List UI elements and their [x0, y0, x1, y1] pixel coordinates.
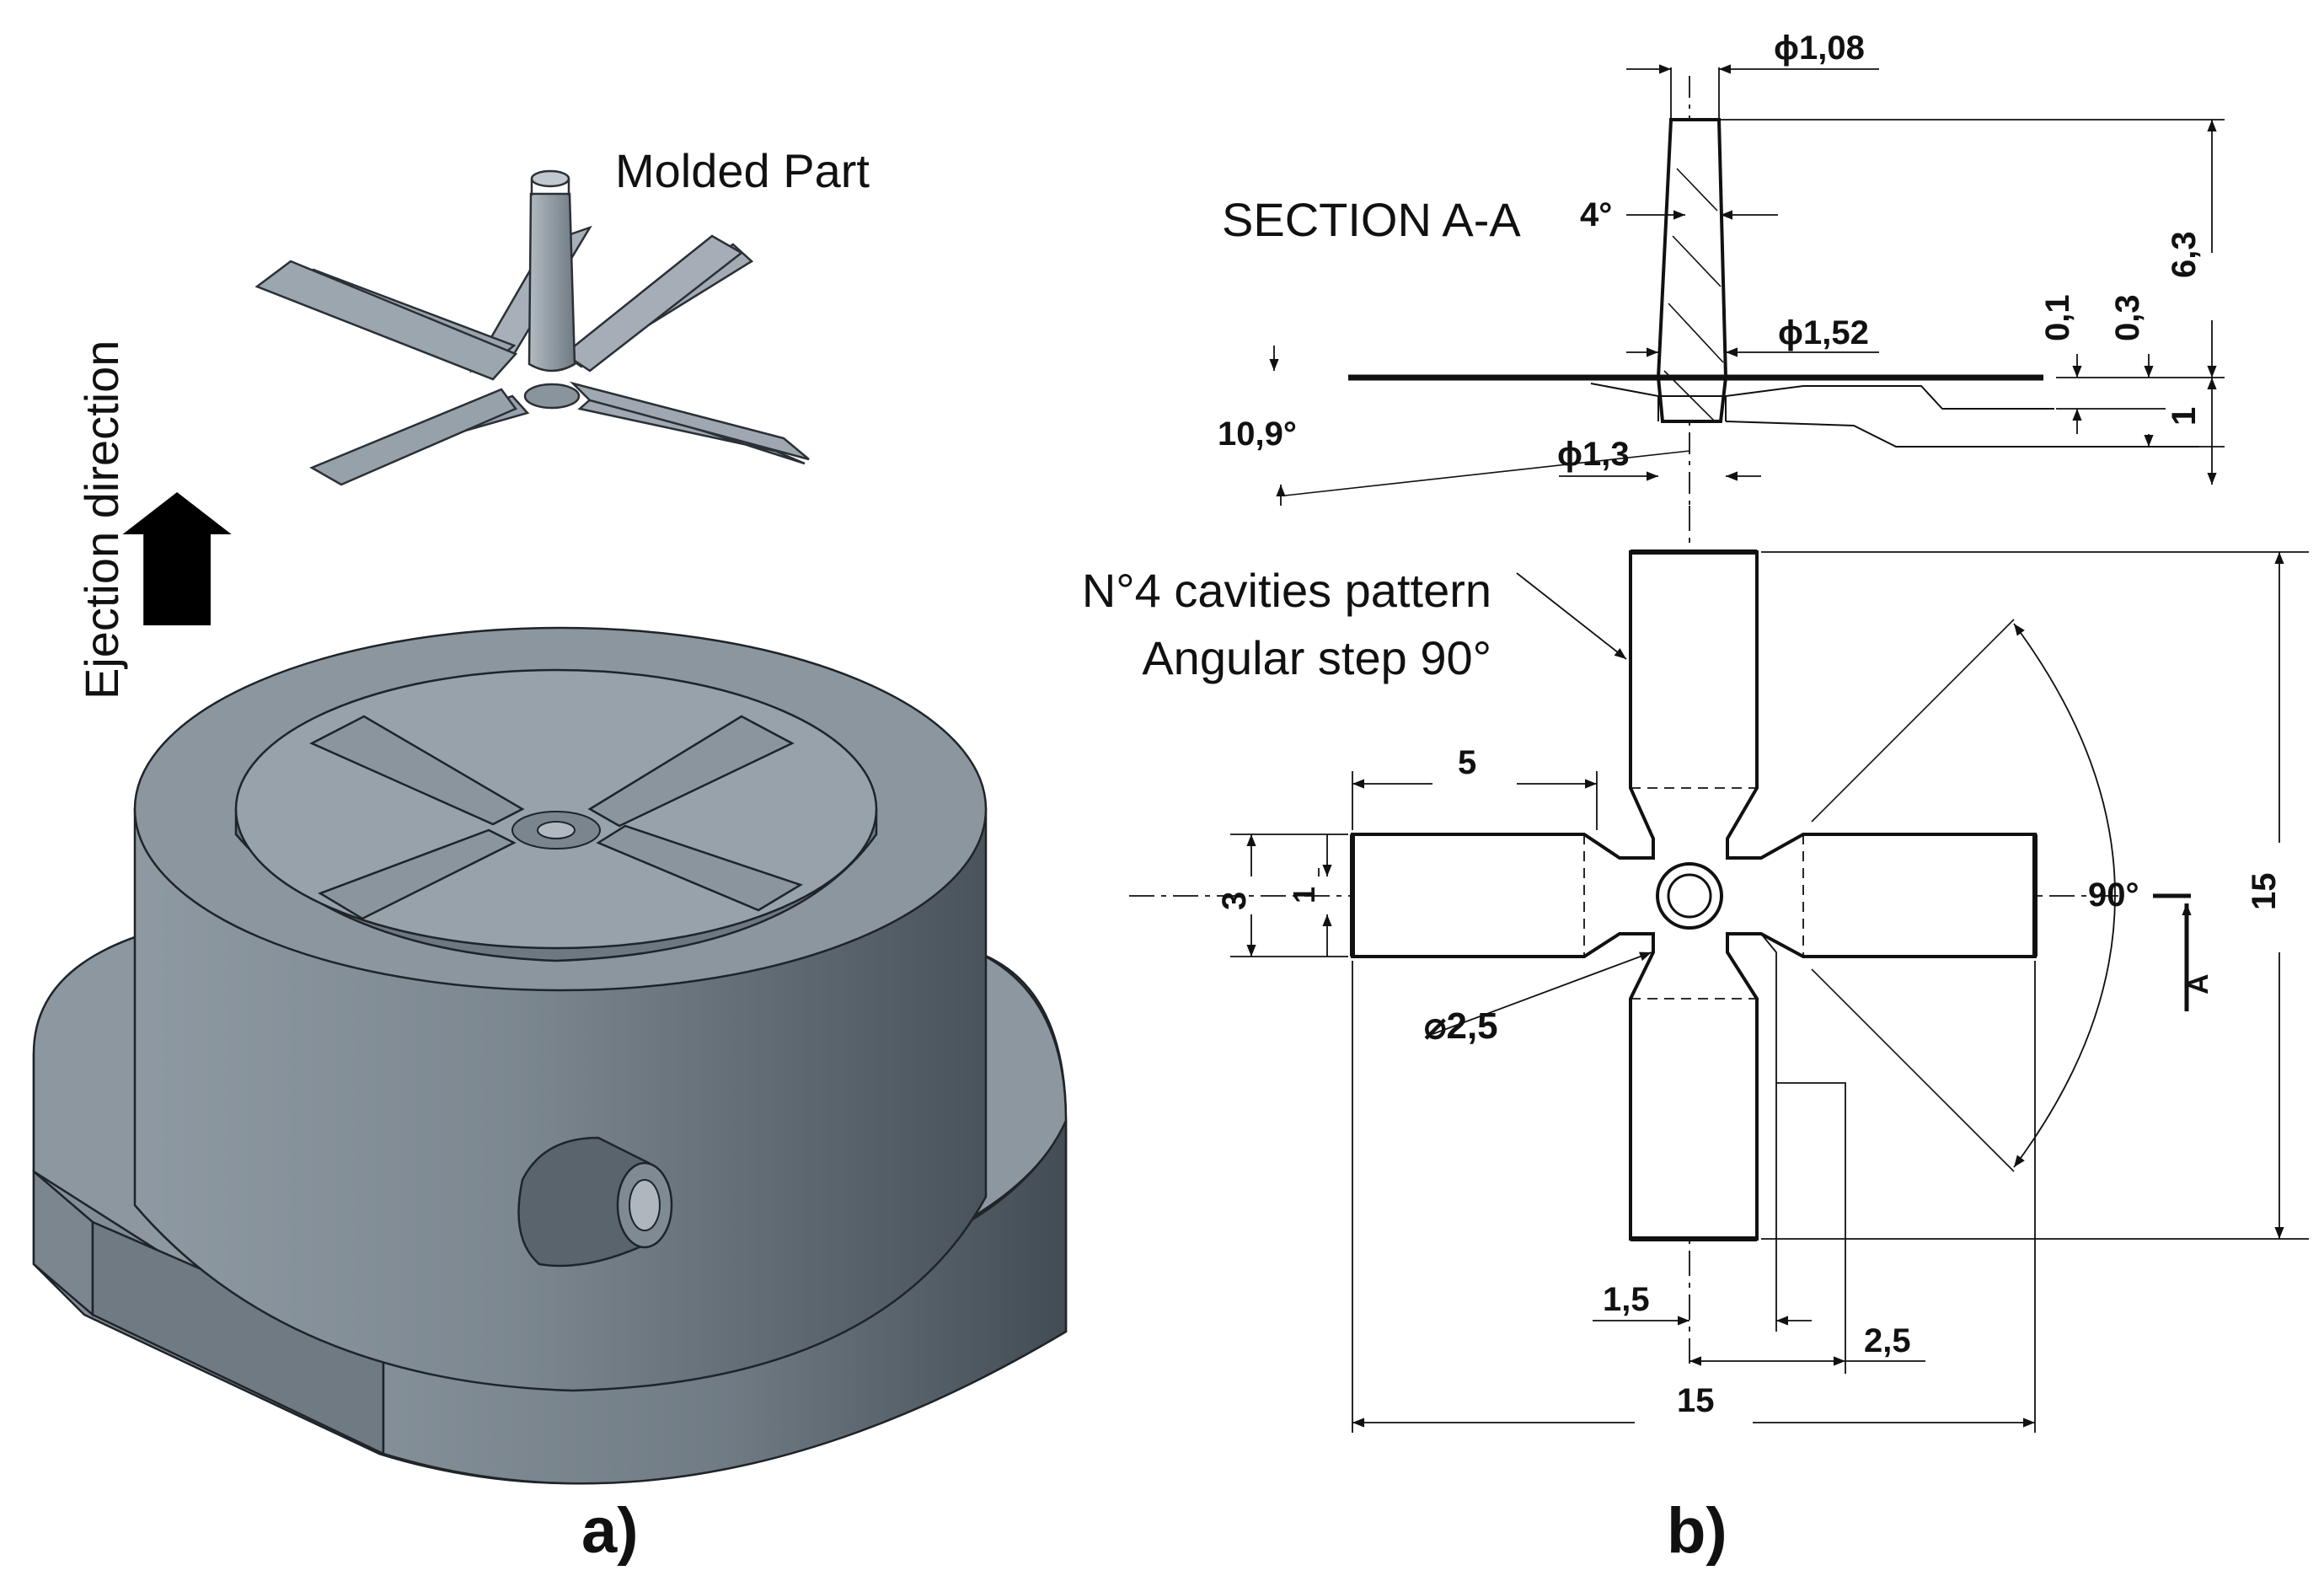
- pattern-note-line1: N°4 cavities pattern: [1082, 564, 1491, 617]
- plan-dimension-lines: [1230, 551, 2309, 1433]
- molded-part-arm-1: [254, 260, 518, 381]
- mold-injection-hole: [517, 1136, 659, 1268]
- pattern-note-line2: Angular step 90°: [1142, 631, 1491, 684]
- molded-part-arm-2: [562, 234, 744, 373]
- dim-depth: 1: [2166, 407, 2203, 426]
- dim-angle: 90°: [2088, 876, 2139, 914]
- plan-hub-inner: [1667, 873, 1712, 919]
- dim-height-total: 6,3: [2166, 231, 2203, 278]
- panel-b-label: b): [1667, 1495, 1727, 1567]
- dim-taper-angle: 4°: [1580, 196, 1612, 233]
- dim-thk-film: 0,1: [2039, 294, 2076, 341]
- molded-part-label: Molded Part: [615, 144, 870, 197]
- mold-cavity-pattern: [309, 715, 803, 920]
- mold-insert-top: [234, 668, 878, 950]
- ejection-arrow-icon: [122, 492, 232, 625]
- molded-part-3d: [254, 169, 810, 486]
- dim-offset-large: 2,5: [1864, 1322, 1911, 1359]
- section-dimension-lines: [1269, 64, 2225, 506]
- dim-arm-width: 3: [1216, 892, 1253, 910]
- dim-offset-small: 1,5: [1603, 1281, 1650, 1318]
- molded-part-sprue: [527, 192, 576, 373]
- panel-b: SECTION A-A: [1082, 29, 2309, 1567]
- panel-a-label: a): [581, 1495, 639, 1567]
- molded-part-arm-3: [309, 388, 517, 486]
- section-marker-a: A: [2182, 973, 2214, 994]
- dim-hub-diameter: ⌀2,5: [1424, 1005, 1498, 1047]
- molded-part-arm-4: [569, 381, 810, 461]
- plan-hub-circle: [1656, 862, 1723, 930]
- mold-block-3d: [32, 626, 1068, 1485]
- molded-part-hub: [523, 383, 581, 410]
- section-a-a-drawing: [1284, 76, 2199, 506]
- dim-gate-angle: 10,9°: [1218, 415, 1297, 453]
- molded-part-sprue-top: [530, 169, 570, 188]
- dim-d-top: ϕ1,08: [1774, 29, 1865, 67]
- dim-gate-width: 1: [1287, 887, 1321, 903]
- ejection-direction-label: Ejection direction: [75, 340, 128, 700]
- plan-hidden-lines: [1583, 787, 1804, 1000]
- dim-overall-width: 15: [1677, 1382, 1715, 1419]
- plan-view-drawing: [1129, 506, 2123, 1365]
- dim-overall-height: 15: [2246, 873, 2283, 911]
- dim-d-bottom: ϕ1,3: [1557, 436, 1630, 473]
- panel-a: Molded Part Ejection direction: [32, 144, 1068, 1567]
- dim-thk-runner: 0,3: [2109, 294, 2146, 341]
- dim-arm-length: 5: [1458, 744, 1476, 781]
- dim-d-mid: ϕ1,52: [1778, 314, 1869, 351]
- section-title: SECTION A-A: [1222, 193, 1521, 246]
